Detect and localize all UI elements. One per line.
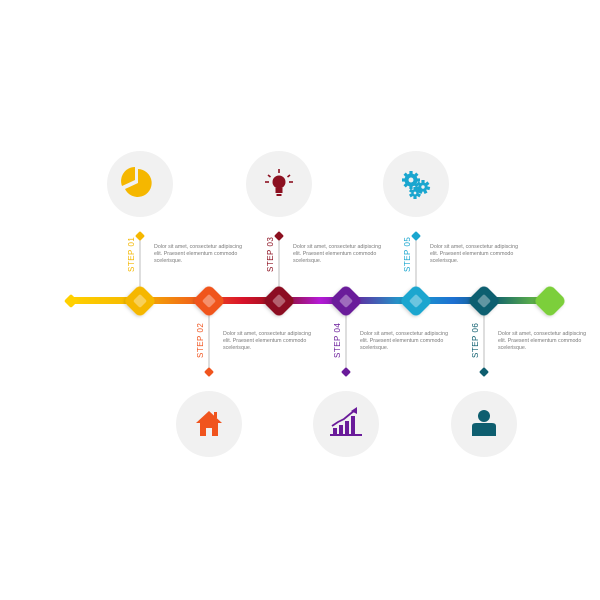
pie-chart-icon-main	[125, 169, 152, 197]
chart-icon-arrowhead	[351, 407, 357, 414]
user-icon-head	[478, 410, 490, 422]
chart-icon-bar	[351, 416, 355, 434]
timeline-node-inner	[339, 294, 353, 308]
step-label-4: STEP 04	[333, 322, 342, 358]
timeline-node	[125, 286, 155, 316]
chart-icon-bar	[345, 421, 349, 434]
timeline-node	[401, 286, 431, 316]
timeline-end-diamond	[535, 286, 565, 316]
step-description-6: Dolor sit amet, consectetur adipiscing e…	[498, 331, 587, 351]
chart-icon-axis	[330, 434, 362, 436]
step-2	[176, 286, 242, 457]
pie-chart-icon-slice	[121, 167, 135, 186]
connector-dot	[135, 231, 145, 241]
gear-icon-large	[402, 171, 420, 189]
house-icon-chimney	[214, 412, 217, 418]
chart-icon-trend	[331, 410, 355, 427]
step-6	[451, 286, 517, 457]
step-3	[246, 151, 312, 316]
timeline-node-inner	[133, 294, 147, 308]
timeline-node-inner	[409, 294, 423, 308]
timeline-node-inner	[202, 294, 216, 308]
step-4	[313, 286, 379, 457]
timeline-node	[469, 286, 499, 316]
chart-icon-bar	[333, 428, 337, 434]
step-label-1: STEP 01	[127, 236, 136, 272]
gear-icon-medium	[415, 180, 431, 195]
step-description-2: Dolor sit amet, consectetur adipiscing e…	[223, 331, 312, 351]
connector-dot	[411, 231, 421, 241]
bulb-icon-tip	[276, 194, 282, 196]
connector-dot	[341, 367, 351, 377]
timeline-node	[331, 286, 361, 316]
gear-icon-small	[409, 187, 421, 199]
step-description-5: Dolor sit amet, consectetur adipiscing e…	[430, 244, 519, 264]
step-label-6: STEP 06	[471, 322, 480, 358]
bulb-icon-base	[275, 188, 283, 193]
bar-chart-arrow-icon	[330, 407, 362, 436]
house-icon	[196, 411, 222, 436]
light-bulb-icon	[265, 169, 293, 196]
bulb-icon-ray	[267, 174, 271, 178]
user-icon	[472, 410, 496, 436]
timeline-node-inner	[272, 294, 286, 308]
step-label-5: STEP 05	[403, 236, 412, 272]
step-5	[383, 151, 449, 316]
step-1	[107, 151, 173, 316]
timeline-node-inner	[477, 294, 491, 308]
bulb-icon-glass	[272, 175, 286, 189]
bulb-icon-ray	[287, 174, 291, 178]
pie-chart-icon	[121, 167, 152, 197]
step-description-3: Dolor sit amet, consectetur adipiscing e…	[293, 244, 382, 264]
gears-icon	[402, 171, 431, 199]
chart-icon-bar	[339, 425, 343, 434]
timeline-start-diamond	[64, 294, 78, 308]
connector-dot	[274, 231, 284, 241]
step-label-3: STEP 03	[266, 236, 275, 272]
connector-dot	[204, 367, 214, 377]
step-label-2: STEP 02	[196, 322, 205, 358]
timeline-node	[264, 286, 294, 316]
connector-dot	[479, 367, 489, 377]
step-description-4: Dolor sit amet, consectetur adipiscing e…	[360, 331, 449, 351]
step-description-1: Dolor sit amet, consectetur adipiscing e…	[154, 244, 243, 264]
user-icon-body	[472, 423, 496, 436]
timeline-node	[194, 286, 224, 316]
